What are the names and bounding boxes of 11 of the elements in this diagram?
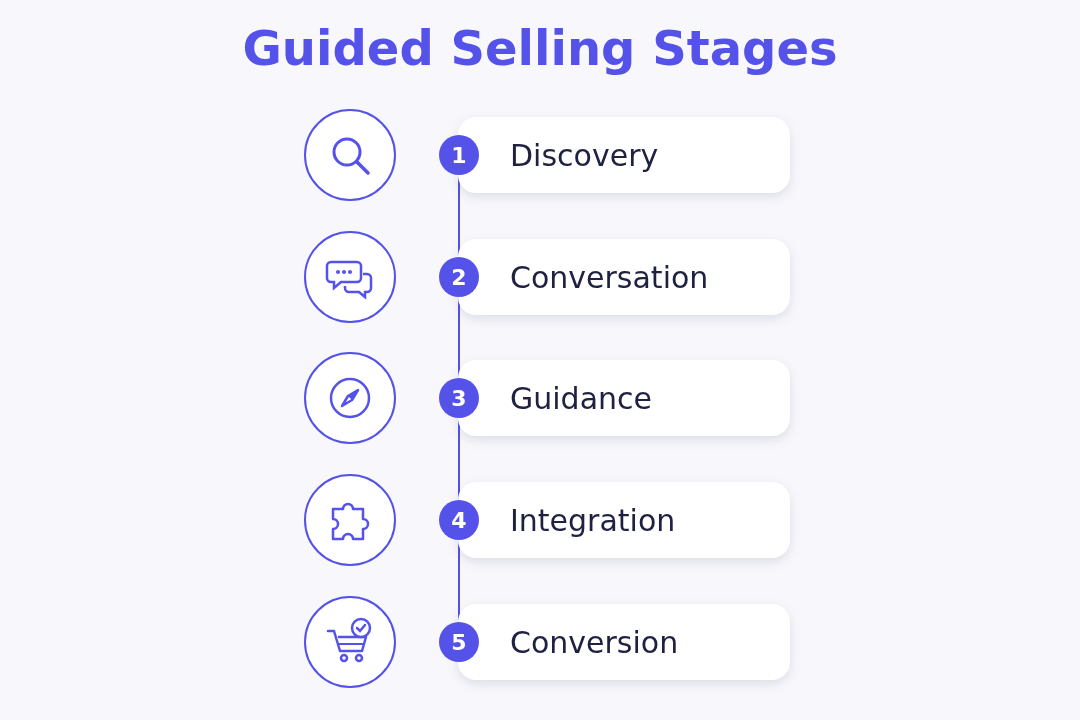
stage-label: Guidance <box>510 380 652 416</box>
stage-label: Conversion <box>510 624 679 660</box>
step-number-badge: 1 <box>439 135 479 175</box>
stage-label: Conversation <box>510 259 709 295</box>
stage-label: Discovery <box>510 137 659 173</box>
step-number-badge: 3 <box>439 378 479 418</box>
title: Guided Selling Stages <box>242 20 838 76</box>
step-number-badge: 4 <box>439 500 479 540</box>
step-number-badge: 5 <box>439 622 479 662</box>
stage-label: Integration <box>510 502 676 538</box>
step-number-badge: 2 <box>439 257 479 297</box>
